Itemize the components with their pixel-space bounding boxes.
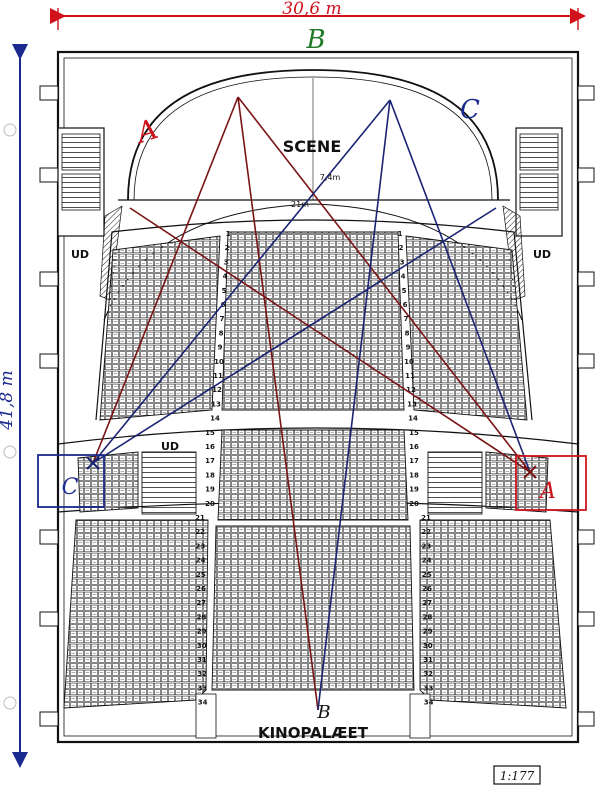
row-number-l: 7	[220, 315, 225, 323]
marker-a-side: A	[538, 479, 556, 504]
row-number-l: 24	[196, 557, 206, 565]
stairwell-right	[515, 127, 563, 237]
stage-depth-label: 7,4m	[320, 173, 341, 182]
row-number-r: 6	[403, 301, 408, 309]
row-number-l: 16	[205, 443, 215, 451]
row-number-l: 11	[213, 372, 223, 380]
row-number-r: 10	[404, 358, 414, 366]
row-number-l: 3	[224, 258, 229, 266]
row-number-r: 8	[405, 329, 410, 337]
row-number-r: 19	[409, 486, 419, 494]
venue-label: KINOPALÆET	[258, 724, 369, 742]
row-number-r: 7	[404, 315, 409, 323]
row-number-l: 5	[222, 287, 227, 295]
row-number-r: 1	[398, 230, 403, 238]
row-number-l: 29	[197, 628, 207, 636]
row-number-l: 2	[225, 244, 230, 252]
row-number-r: 11	[405, 372, 415, 380]
row-number-l: 17	[205, 457, 215, 465]
row-number-l: 14	[210, 415, 220, 423]
scale-box	[493, 765, 541, 785]
dimension-width	[50, 8, 586, 30]
height-dimension-label: 41,8 m	[0, 370, 17, 430]
row-number-l: 21	[195, 514, 205, 522]
building-outline	[39, 50, 595, 744]
marker-b-top: B	[305, 25, 325, 55]
row-number-r: 27	[422, 599, 432, 607]
row-number-l: 34	[198, 699, 208, 707]
exit-label-right: UD	[533, 248, 551, 261]
row-number-r: 23	[422, 542, 432, 550]
row-number-l: 12	[212, 386, 222, 394]
stage-label: SCENE	[283, 137, 342, 156]
row-number-l: 13	[211, 400, 221, 408]
row-number-r: 21	[421, 514, 431, 522]
row-number-r: 31	[423, 656, 433, 664]
row-number-r: 20	[409, 500, 419, 508]
row-number-l: 9	[218, 344, 223, 352]
row-number-l: 8	[219, 329, 224, 337]
row-number-r: 15	[409, 429, 419, 437]
row-number-r: 30	[423, 642, 433, 650]
seating-lower	[63, 519, 567, 739]
row-number-l: 20	[205, 500, 215, 508]
stairwell-left	[57, 127, 105, 237]
row-number-l: 28	[197, 613, 207, 621]
row-number-r: 2	[399, 244, 404, 252]
row-number-l: 18	[205, 471, 215, 479]
row-number-r: 5	[402, 287, 407, 295]
marker-box-a	[515, 455, 587, 511]
row-number-l: 30	[197, 642, 207, 650]
crossmark-right	[523, 465, 537, 479]
crossmark-left	[86, 456, 100, 470]
row-number-r: 3	[400, 258, 405, 266]
row-number-r: 24	[422, 557, 432, 565]
row-number-r: 13	[407, 400, 417, 408]
row-number-l: 22	[195, 528, 205, 536]
row-number-l: 19	[205, 486, 215, 494]
row-number-l: 32	[197, 670, 207, 678]
row-number-l: 15	[205, 429, 215, 437]
row-number-r: 12	[406, 386, 416, 394]
side-boxes	[77, 451, 549, 515]
row-number-l: 31	[197, 656, 207, 664]
marker-c-top: C	[460, 95, 480, 125]
row-number-l: 23	[196, 542, 206, 550]
row-number-l: 25	[196, 571, 206, 579]
row-number-l: 26	[196, 585, 206, 593]
row-number-l: 10	[214, 358, 224, 366]
exit-label-center: UD	[161, 440, 179, 453]
stage-width-label: 21m	[291, 200, 309, 209]
row-number-l: 33	[198, 684, 208, 692]
row-number-r: 18	[409, 471, 419, 479]
marker-box-c	[37, 454, 105, 508]
row-number-r: 9	[406, 344, 411, 352]
row-number-r: 26	[422, 585, 432, 593]
row-number-r: 14	[408, 415, 418, 423]
row-number-r: 16	[409, 443, 419, 451]
row-number-r: 34	[424, 699, 434, 707]
row-number-r: 33	[424, 684, 434, 692]
marker-c-side: C	[62, 475, 79, 500]
row-number-r: 4	[401, 273, 406, 281]
row-number-l: 4	[223, 273, 228, 281]
row-number-l: 1	[226, 230, 231, 238]
marker-b-bottom: B	[316, 702, 330, 723]
row-number-r: 17	[409, 457, 419, 465]
row-number-r: 22	[421, 528, 431, 536]
row-number-r: 29	[423, 628, 433, 636]
exit-label-left: UD	[71, 248, 89, 261]
sightlines	[92, 96, 531, 711]
width-dimension-label: 30,6 m	[282, 0, 341, 19]
row-number-r: 28	[423, 613, 433, 621]
row-number-l: 27	[196, 599, 206, 607]
row-number-r: 32	[423, 670, 433, 678]
row-number-r: 25	[422, 571, 432, 579]
scale-label: 1:177	[500, 769, 535, 783]
